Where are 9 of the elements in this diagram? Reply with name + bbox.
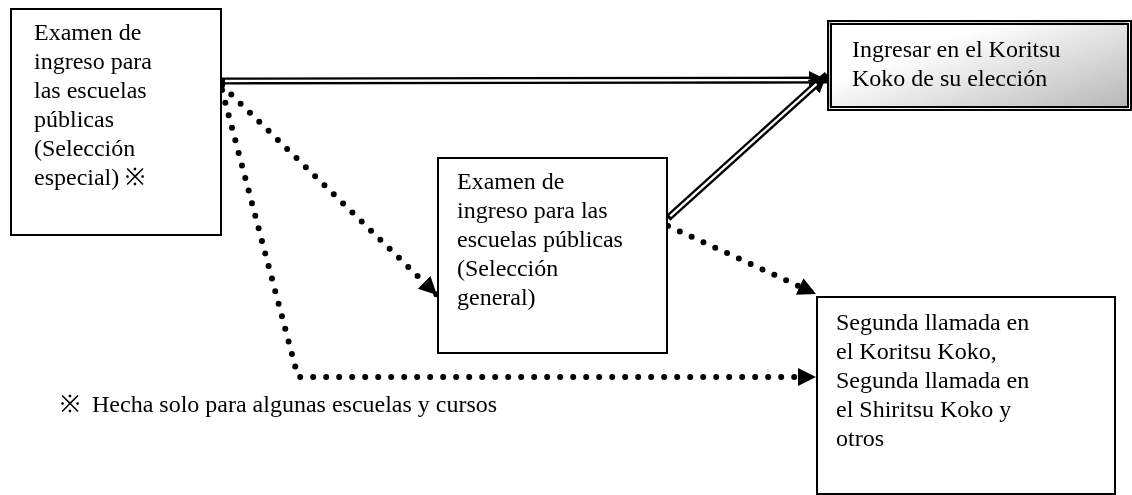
box-text: Ingresar en el Koritsu Koko de su elección (852, 35, 1062, 93)
result-box (827, 20, 1132, 111)
box-text: Examen de ingreso para las escuelas públicas (Selección general) (457, 167, 624, 312)
result-box (816, 296, 1116, 495)
box-text: Segunda llamada en el Koritsu Koko, Segunda llamada en el Shiritsu Koko y otros (836, 308, 1031, 453)
process-box (437, 157, 668, 354)
process-box (10, 8, 222, 236)
box-text: Examen de ingreso para las escuelas públicas (Selección especial) ※ (34, 18, 153, 192)
footnote: ※ Hecha solo para algunas escuelas y cursos (60, 390, 498, 419)
